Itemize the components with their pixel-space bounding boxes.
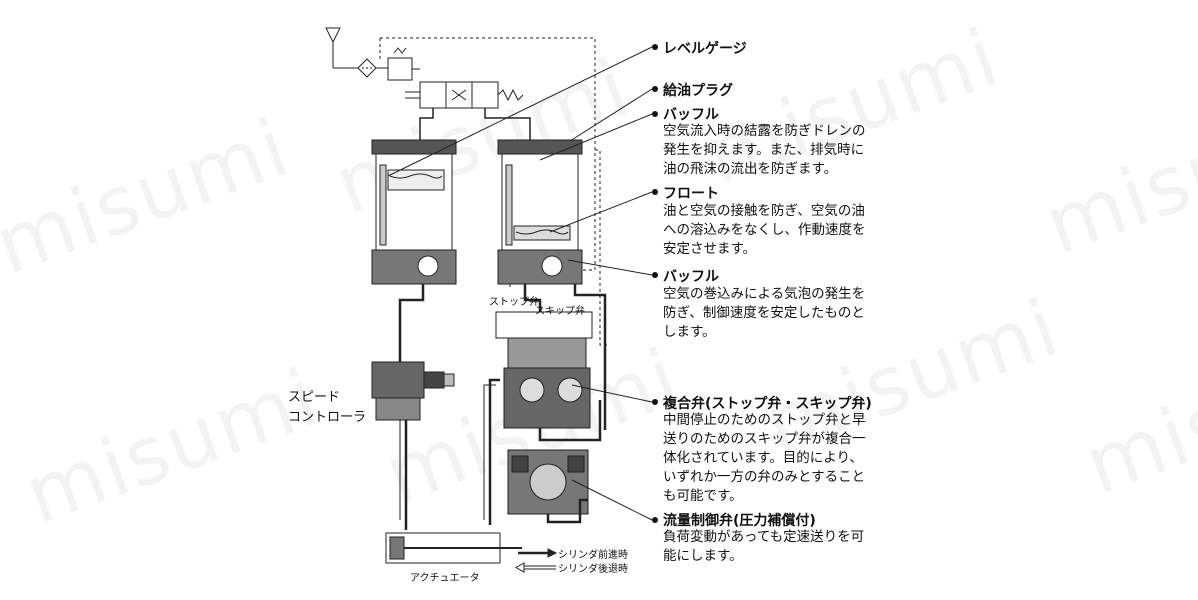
regulator-symbol — [387, 47, 420, 81]
callout-title-float: フロート — [663, 186, 719, 202]
flow-control-valve — [507, 449, 589, 515]
skip-valve-label: スキップ弁 — [535, 306, 585, 317]
legend-backward-label: シリンダ後退時 — [558, 564, 628, 575]
stop-valve-label: ストップ弁 — [489, 297, 539, 308]
actuator-label: アクチュエータ — [410, 573, 480, 584]
speed-controller-label: スピード コントローラ — [288, 390, 367, 425]
callout-desc-composite-valve: 中間停止のためのストップ弁と早 送りのためのスキップ弁が複合一 体化されています… — [663, 412, 866, 504]
callout-title-flow-control: 流量制御弁(圧力補償付) — [663, 513, 816, 529]
composite-valve — [495, 311, 593, 429]
callout-title-composite-valve: 複合弁(ストップ弁・スキップ弁) — [663, 396, 872, 412]
speed-controller — [371, 361, 455, 421]
callout-desc-float: 油と空気の接触を防ぎ、空気の油 への溶込みをなくし、作動速度を 安定させます。 — [663, 203, 866, 257]
legend-backward-arrow — [514, 562, 556, 573]
callout-desc-flow-control: 負荷変動があっても定速送りを可 能にします。 — [663, 529, 865, 564]
legend-forward-label: シリンダ前進時 — [558, 550, 628, 561]
filter-symbol — [350, 58, 388, 78]
actuator-cylinder — [385, 532, 522, 564]
callout-desc-baffle-bottom: 空気の巻込みによる気泡の発生を 防ぎ、制御速度を安定したものと します。 — [663, 286, 866, 340]
directional-valve-symbol — [405, 81, 524, 109]
right-oil-tank — [497, 139, 583, 285]
left-oil-tank — [371, 139, 457, 285]
legend-forward-arrow — [518, 548, 558, 558]
callout-title-level-gauge: レベルゲージ — [663, 41, 747, 57]
callout-desc-baffle-top: 空気流入時の結露を防ぎドレンの 発生を抑えます。また、排気時に 油の飛沫の流出を… — [663, 123, 866, 177]
callout-title-oil-plug: 給油プラグ — [663, 83, 733, 99]
callout-title-baffle-bottom: バッフル — [663, 269, 719, 285]
callout-title-baffle-top: バッフル — [663, 107, 719, 123]
air-source-symbol — [325, 27, 350, 69]
